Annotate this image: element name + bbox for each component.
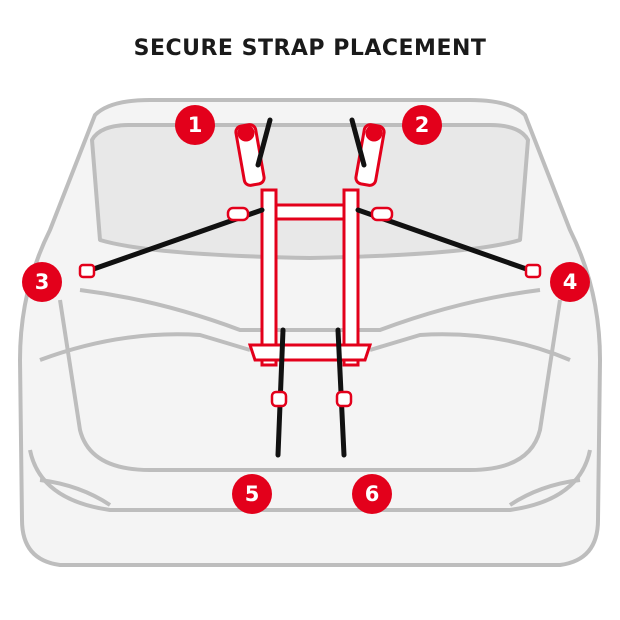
car-body xyxy=(18,98,602,567)
badge-1: 1 xyxy=(175,105,215,145)
diagram-title: SECURE STRAP PLACEMENT xyxy=(133,36,487,61)
badge-4: 4 xyxy=(550,262,590,302)
badge-5: 5 xyxy=(232,474,272,514)
badge-3: 3 xyxy=(22,262,62,302)
badge-6: 6 xyxy=(352,474,392,514)
strap-buckles xyxy=(78,206,542,408)
badge-2: 2 xyxy=(402,105,442,145)
